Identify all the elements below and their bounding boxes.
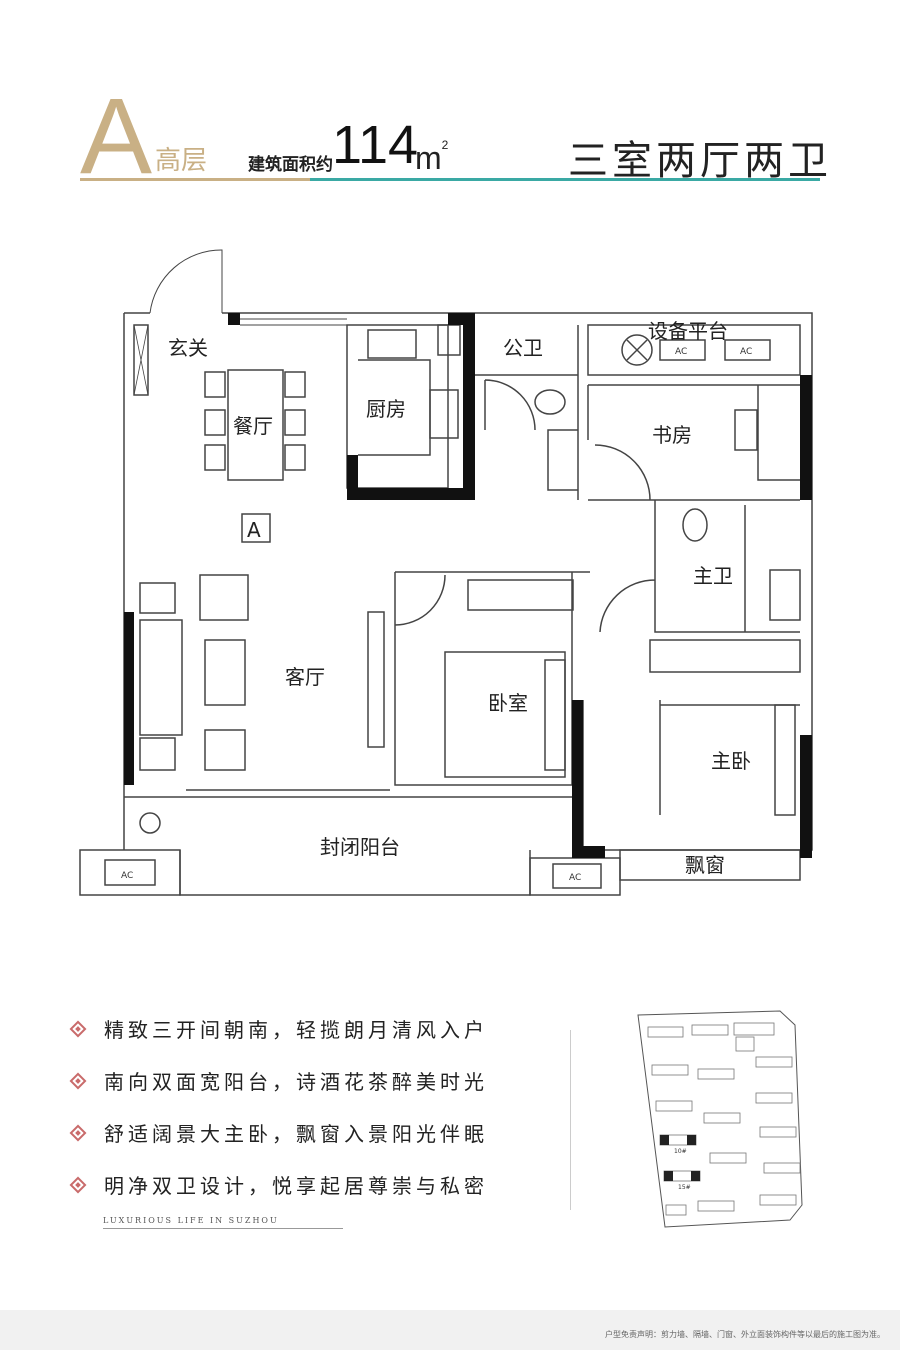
slogan: LUXURIOUS LIFE IN SUZHOU xyxy=(103,1216,279,1225)
floor-plan: 玄关 餐厅 厨房 公卫 设备平台 书房 A 主卫 客厅 卧室 主卧 封闭阳台 飘… xyxy=(79,249,813,896)
area-label: 建筑面积约 xyxy=(248,155,333,175)
feature-item: 精致三开间朝南，轻揽朗月清风入户 xyxy=(69,1014,488,1043)
feature-item: 明净双卫设计，悦享起居尊崇与私密 xyxy=(69,1170,488,1199)
area-unit: m2 xyxy=(415,138,449,177)
feature-text: 舒适阔景大主卧，飘窗入景阳光伴眠 xyxy=(104,1122,488,1146)
room-master-bedroom: 主卧 xyxy=(711,749,751,773)
feature-item: 舒适阔景大主卧，飘窗入景阳光伴眠 xyxy=(69,1118,488,1147)
room-equipment-platform: 设备平台 xyxy=(648,319,728,343)
header-divider-gold xyxy=(80,178,310,181)
ac-label: AC xyxy=(675,347,687,357)
area-value: 114 xyxy=(332,115,419,175)
diamond-bullet-icon xyxy=(69,1124,87,1141)
feature-text: 精致三开间朝南，轻揽朗月清风入户 xyxy=(104,1018,488,1042)
diamond-bullet-icon xyxy=(69,1072,87,1089)
room-dining: 餐厅 xyxy=(233,414,273,438)
feature-text: 南向双面宽阳台，诗酒花茶醉美时光 xyxy=(104,1070,488,1094)
room-kitchen: 厨房 xyxy=(366,397,406,421)
slogan-underline xyxy=(103,1228,343,1229)
room-study: 书房 xyxy=(652,423,692,447)
room-living: 客厅 xyxy=(285,665,325,689)
room-bay-window: 飘窗 xyxy=(685,853,725,877)
unit-marker: A xyxy=(247,518,261,542)
room-balcony: 封闭阳台 xyxy=(320,835,400,859)
unit-text: m xyxy=(415,140,442,176)
building-label: 15# xyxy=(678,1184,691,1191)
site-plan: 10# 15# xyxy=(637,1010,803,1228)
ac-label: AC xyxy=(569,873,581,883)
room-master-bath: 主卫 xyxy=(693,564,733,588)
room-public-bath: 公卫 xyxy=(503,336,543,360)
diamond-bullet-icon xyxy=(69,1020,87,1037)
room-bedroom: 卧室 xyxy=(488,691,528,715)
footer-bar xyxy=(0,1310,900,1350)
building-label: 10# xyxy=(674,1148,687,1155)
room-foyer: 玄关 xyxy=(168,336,208,360)
building-tier: 高层 xyxy=(155,146,208,176)
ac-label: AC xyxy=(121,871,133,881)
feature-text: 明净双卫设计，悦享起居尊崇与私密 xyxy=(104,1174,488,1198)
unit-sup: 2 xyxy=(441,138,449,153)
diamond-bullet-icon xyxy=(69,1176,87,1193)
disclaimer: 户型免责声明：剪力墙、隔墙、门窗、外立面装饰构件等以最后的施工图为准。 xyxy=(605,1330,885,1339)
header-divider-teal xyxy=(310,178,820,181)
feature-item: 南向双面宽阳台，诗酒花茶醉美时光 xyxy=(69,1066,488,1095)
unit-type-letter: A xyxy=(80,75,153,196)
vertical-divider xyxy=(570,1030,571,1210)
ac-label: AC xyxy=(740,347,752,357)
layout-name: 三室两厅两卫 xyxy=(568,138,832,184)
